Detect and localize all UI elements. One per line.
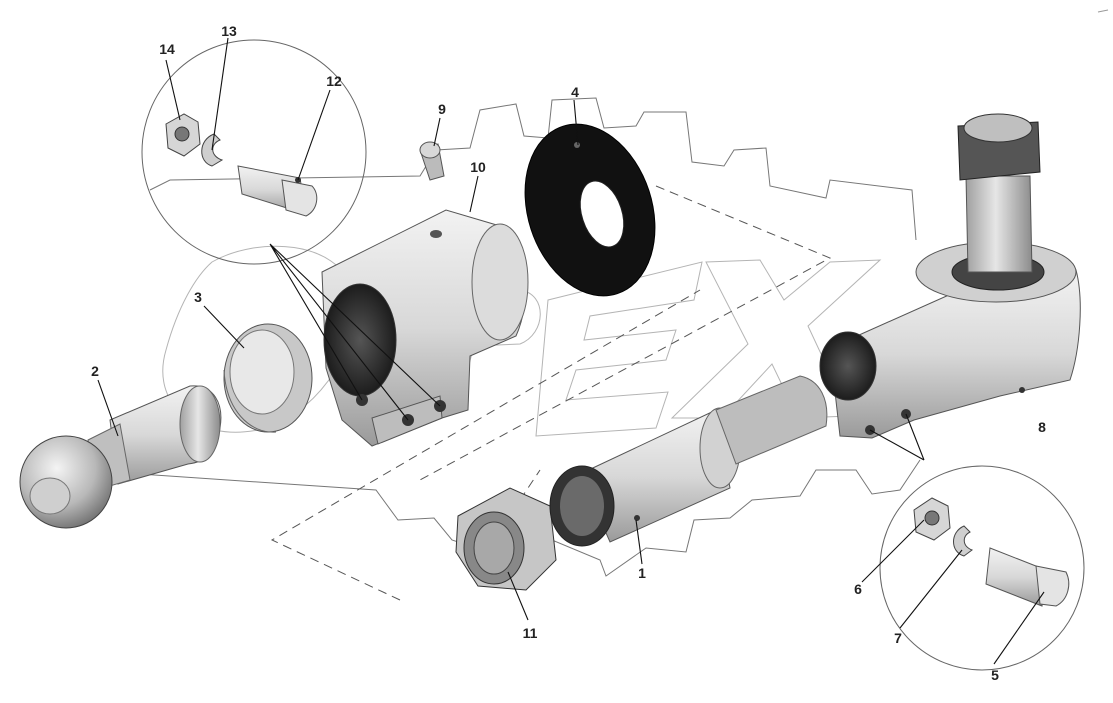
callout-labels: 1 2 3 4 5 6 7 8 9 10 11 12 13 14 — [91, 23, 1046, 683]
leader-10 — [469, 175, 479, 213]
background-gear-outline — [149, 97, 917, 241]
leader-13 — [211, 37, 229, 151]
callout-4: 4 — [571, 84, 579, 100]
watermark-letter-e — [535, 261, 703, 437]
leader-bolts-lower — [869, 413, 925, 461]
background-gear-lower — [59, 439, 921, 579]
leader-bolts-upper — [269, 243, 441, 421]
callout-6: 6 — [854, 581, 862, 597]
leader-1 — [635, 519, 643, 565]
leader-14 — [165, 59, 181, 121]
clamp-housing — [321, 209, 529, 447]
detail-nut-upper — [165, 113, 201, 157]
callout-2: 2 — [91, 363, 99, 379]
detail-circle-upper — [141, 39, 367, 265]
callout-5: 5 — [991, 667, 999, 683]
callout-3: 3 — [194, 289, 202, 305]
detail-spring-washer-lower — [953, 525, 974, 557]
callout-13: 13 — [221, 23, 237, 39]
detail-spring-washer-upper — [201, 133, 224, 167]
leader-12 — [297, 89, 331, 181]
callout-8: 8 — [1038, 419, 1046, 435]
grease-fitting — [419, 141, 445, 181]
dust-boot-washer — [524, 123, 656, 297]
ball-pin — [19, 385, 222, 529]
detail-circle-lower — [879, 465, 1085, 671]
leader-7 — [899, 549, 963, 629]
callout-14: 14 — [159, 41, 175, 57]
leader-9 — [433, 117, 441, 147]
castle-nut — [455, 487, 557, 591]
leader-5 — [993, 591, 1045, 665]
leader-lines — [97, 37, 1045, 665]
callout-12: 12 — [326, 73, 342, 89]
sleeve — [549, 375, 828, 547]
leader-2 — [97, 379, 119, 437]
leader-4 — [573, 99, 579, 146]
callout-10: 10 — [470, 159, 486, 175]
callout-9: 9 — [438, 101, 446, 117]
callout-7: 7 — [894, 630, 902, 646]
callout-1: 1 — [638, 565, 646, 581]
callout-11: 11 — [523, 625, 538, 641]
corner-mark — [1097, 9, 1109, 13]
leader-6 — [861, 519, 925, 583]
detail-nut-lower — [913, 497, 951, 541]
leader-3 — [203, 305, 245, 349]
tie-rod-end — [819, 113, 1081, 439]
bushing-ring — [223, 323, 313, 433]
detail-bolt-lower — [985, 547, 1070, 607]
leader-11 — [507, 571, 529, 621]
detail-bolt-upper — [237, 165, 318, 217]
